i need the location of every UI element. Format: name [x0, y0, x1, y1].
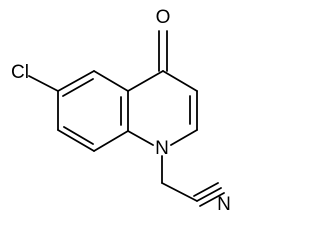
bond-c4a-c4 — [127, 70, 164, 92]
bond-c4a-c5 — [93, 70, 129, 92]
background — [0, 0, 230, 218]
bond-c5-c6 — [57, 70, 95, 92]
ring-nitrogen-label: N — [155, 138, 169, 159]
bond-c2-n1 — [170, 129, 198, 146]
double-bond-c7-c8 — [63, 126, 94, 145]
bond-c7-c8 — [57, 129, 95, 152]
nitrile-nitrogen-label: N — [217, 194, 230, 215]
nitrile-bond-center — [196, 187, 222, 202]
bond-n1-c8a — [127, 130, 154, 146]
nitrile-bond-lower — [199, 192, 225, 207]
chlorine-label: Cl — [11, 62, 29, 83]
bond-ch2-cn — [161, 182, 198, 202]
bond-c6-cl — [28, 75, 59, 92]
nitrile-bond-upper — [193, 182, 219, 197]
double-bond-c5-c6 — [62, 78, 94, 97]
oxygen-label: O — [156, 7, 171, 28]
molecule-structure: Cl O N N — [0, 0, 230, 218]
bond-c4-c3 — [162, 70, 198, 92]
bond-c8-c8a — [93, 130, 129, 152]
